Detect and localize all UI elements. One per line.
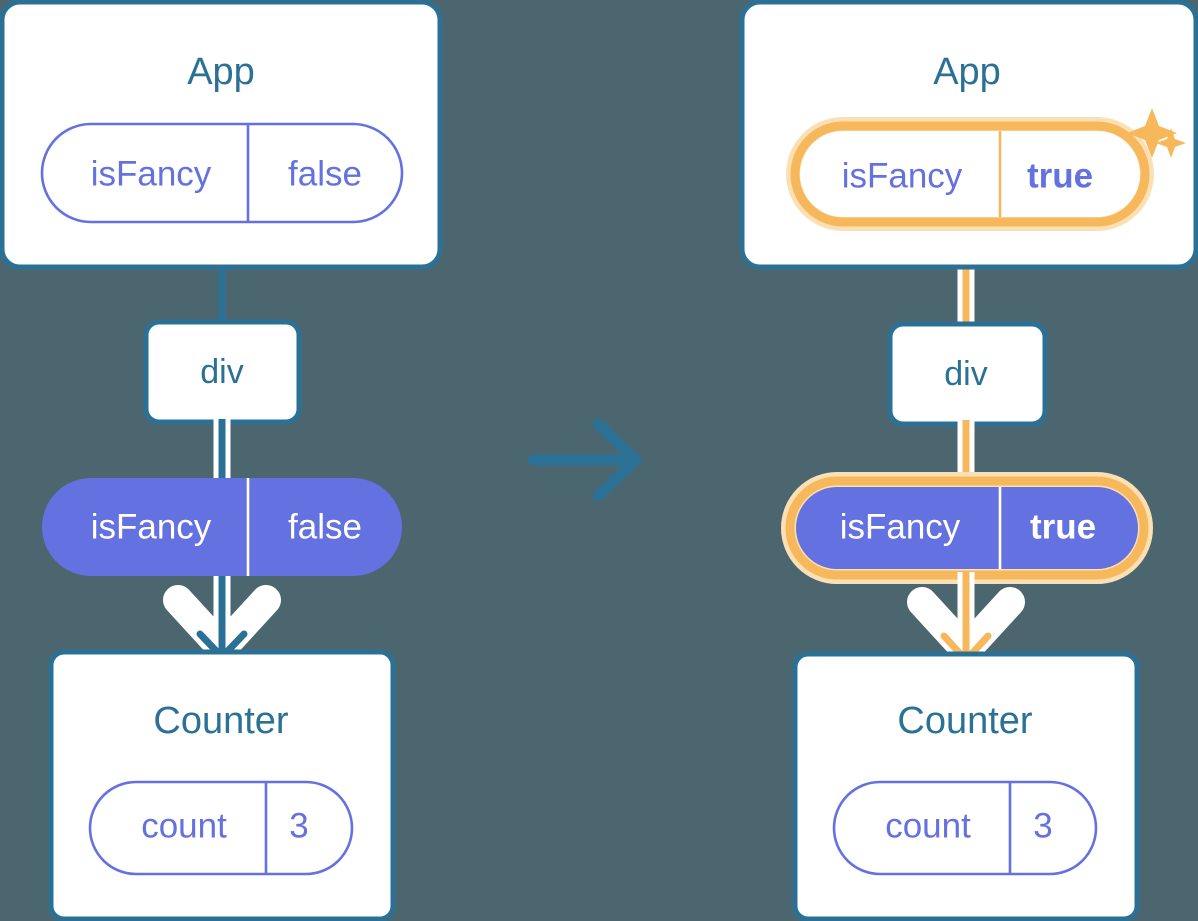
before-app-state-pill: isFancy false (40, 122, 404, 224)
before-app-card: App isFancy false (0, 0, 443, 270)
after-counter-state-pill: count 3 (832, 780, 1098, 876)
after-div-card: div (887, 321, 1048, 427)
before-group: App isFancy false div isFancy (0, 0, 443, 921)
after-app-card: App isFancy true (739, 0, 1198, 270)
transition-arrow (527, 418, 642, 502)
before-counter-state-pill: count 3 (88, 780, 354, 876)
before-app-title: App (187, 51, 255, 93)
after-app-state-value: true (1027, 156, 1093, 195)
after-app-sparkle-icon (1127, 108, 1186, 158)
after-group: App isFancy true div (739, 0, 1198, 921)
before-prop-value: false (288, 507, 362, 546)
after-counter-state-value: 3 (1033, 806, 1052, 845)
before-div-card: div (143, 319, 302, 425)
after-arrow-to-counter (907, 572, 1025, 665)
after-prop-name: isFancy (840, 507, 961, 546)
after-app-title: App (933, 51, 1001, 93)
before-prop-name: isFancy (91, 507, 212, 546)
before-counter-state-value: 3 (289, 806, 308, 845)
after-counter-title: Counter (897, 700, 1033, 742)
before-counter-card: Counter count 3 (48, 649, 396, 921)
before-arrow-to-counter (163, 576, 281, 663)
before-counter-state-name: count (141, 806, 227, 845)
before-div-label: div (200, 353, 243, 391)
after-app-pill-highlight-ring (790, 121, 1150, 227)
after-app-state-name: isFancy (842, 156, 963, 195)
before-app-state-value: false (288, 154, 362, 193)
before-prop-pill: isFancy false (42, 478, 402, 576)
after-prop-value: true (1030, 507, 1096, 546)
after-counter-state-name: count (885, 806, 971, 845)
before-counter-title: Counter (153, 700, 289, 742)
before-app-state-name: isFancy (91, 154, 212, 193)
after-div-label: div (944, 355, 987, 393)
after-prop-pill: isFancy true (781, 472, 1153, 584)
after-counter-card: Counter count 3 (792, 651, 1140, 921)
after-app-state-pill: isFancy true (786, 117, 1154, 231)
